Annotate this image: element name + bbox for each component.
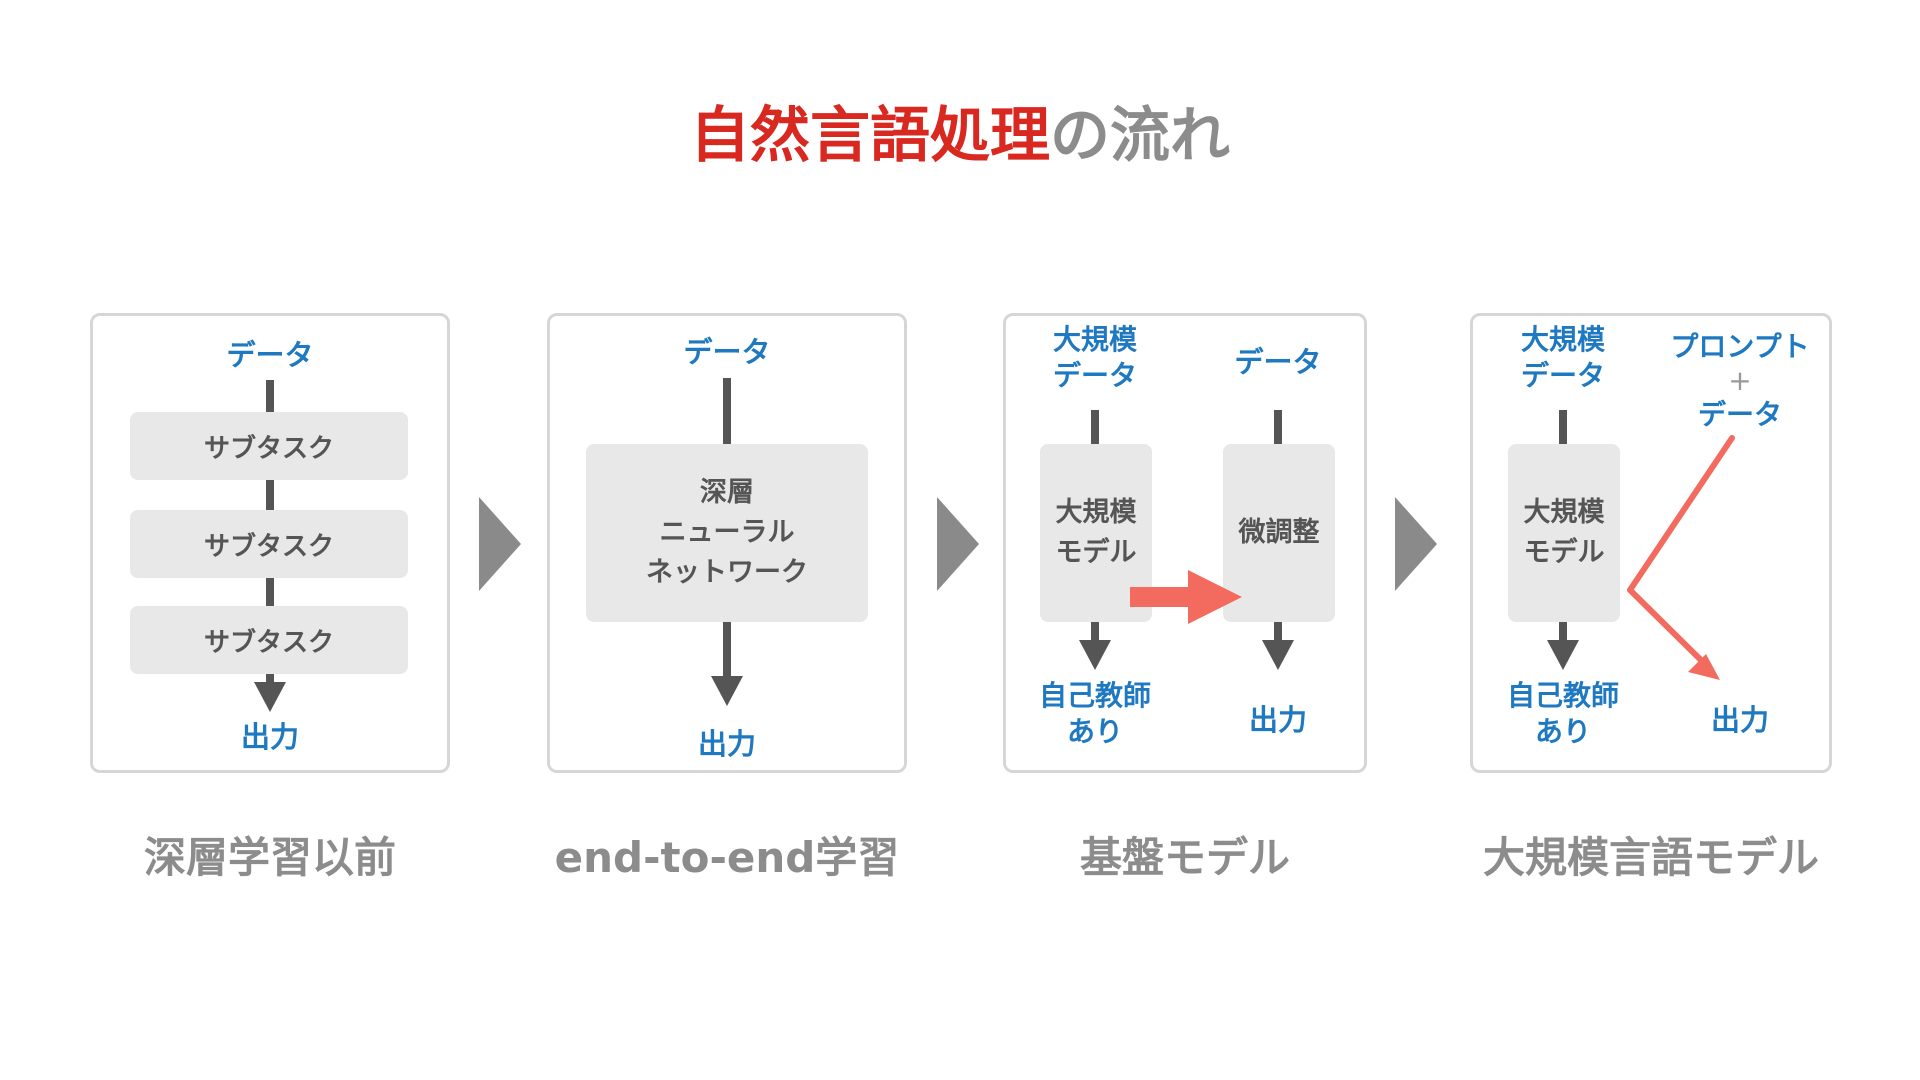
stage4-prompt-arrowhead bbox=[1688, 654, 1720, 680]
stage1-subtask-box-2: サブタスク bbox=[130, 510, 408, 578]
stage4-left-connector-bottom bbox=[1559, 622, 1567, 648]
stage1-connector-4 bbox=[266, 674, 274, 684]
stage2-connector-bottom bbox=[723, 622, 731, 678]
stage3-left-model-line-1: 大規模 bbox=[1055, 497, 1137, 528]
stage3-left-output-label: 自己教師 あり bbox=[1015, 678, 1175, 750]
stage4-left-output-label: 自己教師 あり bbox=[1483, 678, 1643, 750]
stage3-left-input-line-2: データ bbox=[1052, 359, 1137, 392]
page-title: 自然言語処理の流れ bbox=[0, 96, 1920, 176]
stage4-left-input-line-1: 大規模 bbox=[1520, 323, 1605, 356]
stage4-left-model-line-1: 大規模 bbox=[1523, 497, 1605, 528]
stage2-model-line-1: 深層 bbox=[700, 477, 754, 508]
stage4-prompt-path-arrow bbox=[1627, 435, 1735, 673]
title-rest: の流れ bbox=[1050, 101, 1230, 171]
stage2-input-label: データ bbox=[683, 335, 771, 369]
stage4-caption: 大規模言語モデル bbox=[1482, 833, 1819, 882]
chevron-right-icon-3 bbox=[1395, 497, 1437, 591]
stage3-right-connector-bottom bbox=[1274, 622, 1282, 648]
stage3-left-input-label: 大規模 データ bbox=[1015, 322, 1175, 394]
stage2-model-line-3: ネットワーク bbox=[646, 557, 808, 588]
stage4-left-model-line-2: モデル bbox=[1523, 537, 1605, 568]
stage3-right-input-label: データ bbox=[1234, 345, 1322, 379]
stage1-input-label: データ bbox=[226, 338, 314, 372]
stage2-output-label: 出力 bbox=[697, 727, 756, 761]
stage1-connector-3 bbox=[266, 578, 274, 606]
stage4-left-model-box: 大規模 モデル bbox=[1508, 444, 1620, 622]
stage3-left-down-arrow bbox=[1079, 640, 1111, 670]
stage2-model-box: 深層 ニューラル ネットワーク bbox=[586, 444, 868, 622]
stage3-left-connector-bottom bbox=[1091, 622, 1099, 648]
stage3-left-output-line-1: 自己教師 bbox=[1038, 679, 1151, 712]
stage3-right-model-box: 微調整 bbox=[1223, 444, 1335, 622]
stage3-left-output-line-2: あり bbox=[1066, 715, 1123, 748]
stage4-left-down-arrow bbox=[1547, 640, 1579, 670]
stage4-left-connector-top bbox=[1559, 410, 1567, 444]
stage1-subtask-box-1: サブタスク bbox=[130, 412, 408, 480]
title-highlight: 自然言語処理 bbox=[690, 101, 1050, 171]
stage4-right-input-line-2: + bbox=[1728, 364, 1752, 397]
stage1-subtask-box-3: サブタスク bbox=[130, 606, 408, 674]
stage3-right-connector-top bbox=[1274, 410, 1282, 444]
stage1-connector-2 bbox=[266, 480, 274, 510]
stage2-connector-top bbox=[723, 378, 731, 444]
stage4-left-input-line-2: データ bbox=[1520, 359, 1605, 392]
stage3-left-input-line-1: 大規模 bbox=[1052, 323, 1137, 356]
stage3-left-connector-top bbox=[1091, 410, 1099, 444]
stage2-model-line-2: ニューラル bbox=[659, 517, 795, 548]
stage4-right-input-line-1: プロンプト bbox=[1670, 330, 1810, 363]
stage1-connector-1 bbox=[266, 380, 274, 412]
stage3-caption: 基盤モデル bbox=[1079, 833, 1290, 882]
stage2-caption: end-to-end学習 bbox=[554, 833, 900, 882]
stage4-right-output-label: 出力 bbox=[1710, 703, 1769, 737]
stage2-down-arrow bbox=[711, 676, 743, 706]
stage1-output-label: 出力 bbox=[240, 720, 299, 754]
chevron-right-icon-2 bbox=[937, 497, 979, 591]
stage1-caption: 深層学習以前 bbox=[143, 833, 396, 882]
stage4-left-output-line-2: あり bbox=[1534, 715, 1591, 748]
stage3-right-output-label: 出力 bbox=[1248, 703, 1307, 737]
stage3-right-down-arrow bbox=[1262, 640, 1294, 670]
stage3-left-model-line-2: モデル bbox=[1055, 537, 1137, 568]
stage4-left-output-line-1: 自己教師 bbox=[1506, 679, 1619, 712]
stage4-right-input-label: プロンプト + データ bbox=[1650, 330, 1830, 432]
stage1-down-arrow bbox=[254, 682, 286, 712]
chevron-right-icon-1 bbox=[479, 497, 521, 591]
stage4-right-input-line-3: データ bbox=[1697, 398, 1782, 431]
stage4-left-input-label: 大規模 データ bbox=[1483, 322, 1643, 394]
stage3-handoff-arrow bbox=[1130, 570, 1242, 624]
